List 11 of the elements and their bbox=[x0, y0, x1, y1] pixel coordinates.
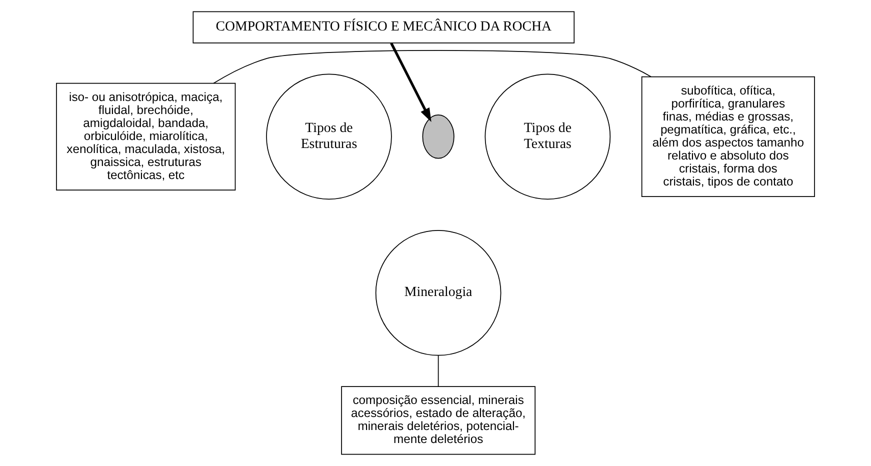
connector bbox=[438, 355, 439, 387]
node-circle: Mineralogia bbox=[375, 230, 502, 356]
node-box: composição essencial, minerais acessórios, estado de alteração, minerais deletérios, potencial- mente deletérios bbox=[341, 386, 536, 455]
connector bbox=[213, 50, 652, 84]
node-circle: Tipos de Estruturas bbox=[266, 74, 392, 200]
arrow bbox=[390, 42, 432, 122]
node-box: COMPORTAMENTO FÍSICO E MECÂNICO DA ROCHA bbox=[192, 11, 575, 44]
node-box: iso- ou anisotrópica, maciça, fluidal, brechóide, amigdaloidal, bandada, orbiculóide, miarolítica, xenolítica, maculada, xistosa, gnaissica, estruturas tectônicas, etc bbox=[56, 82, 236, 190]
node-lens bbox=[422, 114, 454, 159]
node-box: subofítica, ofítica, porfirítica, granulares finas, médias e grossas, pegmatítica, gráfica, etc., além dos aspectos tamanho relativo e absoluto dos cristais, forma dos cristais, tipos de contato bbox=[641, 76, 815, 197]
node-circle: Tipos de Texturas bbox=[484, 74, 611, 200]
